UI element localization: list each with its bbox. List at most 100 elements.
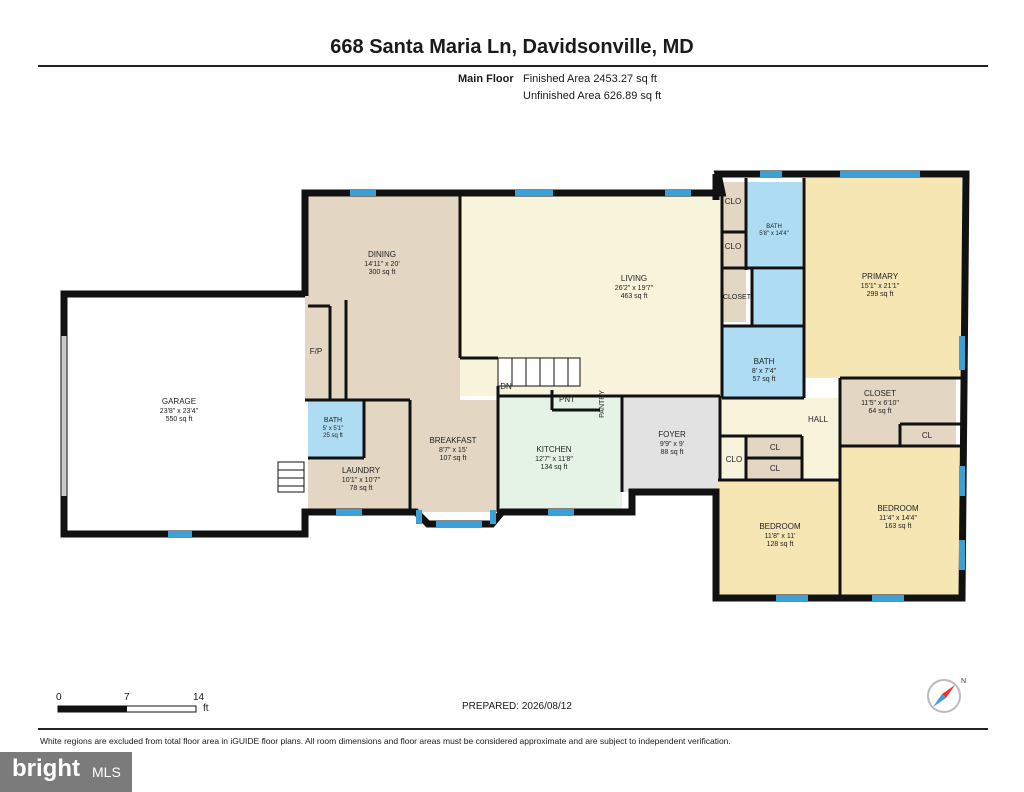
prepared-date: PREPARED: 2026/08/12 (462, 701, 572, 712)
kitchen-label: KITCHEN 12'7" x 11'8" 134 sq ft (535, 445, 573, 471)
svg-text:LAUNDRY: LAUNDRY (342, 466, 381, 475)
stairs (277, 357, 581, 493)
svg-text:DINING: DINING (368, 250, 396, 259)
svg-text:KITCHEN: KITCHEN (536, 445, 571, 454)
svg-text:550 sq ft: 550 sq ft (166, 416, 193, 423)
primary-label: PRIMARY 15'1" x 21'1" 299 sq ft (861, 272, 900, 298)
scale-tick-7: 7 (124, 692, 130, 703)
svg-text:5'8" x 14'4": 5'8" x 14'4" (759, 231, 789, 237)
foyer-label: FOYER 9'9" x 9' 88 sq ft (658, 430, 686, 456)
svg-text:FOYER: FOYER (658, 430, 686, 439)
dining-room (305, 196, 460, 400)
dn-label: DN (500, 382, 512, 391)
svg-text:8' x 7'4": 8' x 7'4" (752, 368, 777, 375)
svg-text:57 sq ft: 57 sq ft (753, 376, 776, 383)
svg-text:BEDROOM: BEDROOM (759, 522, 801, 531)
svg-text:14'11" x 20': 14'11" x 20' (364, 261, 399, 268)
dining-label: DINING 14'11" x 20' 300 sq ft (364, 250, 399, 276)
disclaimer-text: White regions are excluded from total fl… (40, 736, 731, 746)
svg-text:78 sq ft: 78 sq ft (350, 485, 373, 492)
svg-text:LIVING: LIVING (621, 274, 647, 283)
pnt-label: PNT (559, 395, 575, 404)
svg-text:163 sq ft: 163 sq ft (885, 523, 912, 530)
bath-small-label: BATH 5' x 5'1" 25 sq ft (323, 417, 344, 439)
svg-text:11'8" x 11': 11'8" x 11' (765, 533, 796, 540)
exterior-walls (60, 170, 970, 602)
svg-text:11'4" x 14'4": 11'4" x 14'4" (879, 515, 917, 522)
garage-room (66, 296, 305, 533)
bath-top-room (746, 182, 802, 268)
svg-text:23'8" x 23'4": 23'8" x 23'4" (160, 408, 199, 415)
svg-text:300 sq ft: 300 sq ft (369, 269, 396, 276)
svg-text:BATH: BATH (324, 417, 342, 424)
svg-text:26'2" x 19'7": 26'2" x 19'7" (615, 285, 654, 292)
svg-text:134 sq ft: 134 sq ft (541, 464, 568, 471)
svg-text:10'1" x 10'7": 10'1" x 10'7" (342, 477, 381, 484)
svg-text:5' x 5'1": 5' x 5'1" (323, 426, 344, 432)
page-title: 668 Santa Maria Ln, Davidsonville, MD (330, 36, 694, 58)
scale-tick-14: 14 (193, 692, 205, 703)
unfinished-area: Unfinished Area 626.89 sq ft (523, 90, 662, 102)
brand-logo-suffix: MLS (92, 764, 121, 780)
finished-area: Finished Area 2453.27 sq ft (523, 73, 657, 85)
breakfast-label: BREAKFAST 8'7" x 15' 107 sq ft (429, 436, 476, 462)
svg-text:BATH: BATH (766, 224, 782, 230)
bedroom-right-room (840, 446, 962, 596)
bath-mid-label: BATH 8' x 7'4" 57 sq ft (752, 357, 777, 383)
svg-text:25 sq ft: 25 sq ft (323, 433, 343, 439)
breakfast-room (410, 400, 498, 512)
cl-label-1: CL (770, 443, 781, 452)
svg-text:15'1" x 21'1": 15'1" x 21'1" (861, 283, 900, 290)
svg-text:8'7" x 15': 8'7" x 15' (439, 447, 467, 454)
scale-tick-0: 0 (56, 692, 62, 703)
closets-column (722, 182, 746, 322)
kitchen-room (498, 396, 622, 510)
windows (168, 171, 965, 601)
hall-label: HALL (808, 415, 829, 424)
clo-label-1: CLO (725, 197, 741, 206)
floor-label: Main Floor (458, 73, 514, 85)
svg-text:107 sq ft: 107 sq ft (440, 455, 467, 462)
svg-text:64 sq ft: 64 sq ft (869, 408, 892, 415)
svg-text:463 sq ft: 463 sq ft (621, 293, 648, 300)
living-label: LIVING 26'2" x 19'7" 463 sq ft (615, 274, 654, 300)
svg-text:CLOSET: CLOSET (864, 389, 896, 398)
svg-text:128 sq ft: 128 sq ft (767, 541, 794, 548)
closet-small-label: CLOSET (723, 294, 752, 301)
bedroom-left-label: BEDROOM 11'8" x 11' 128 sq ft (759, 522, 801, 548)
svg-text:11'5" x 6'10": 11'5" x 6'10" (861, 400, 899, 407)
clo-label-2: CLO (725, 242, 741, 251)
brand-logo-text: bright (12, 755, 80, 782)
svg-text:299 sq ft: 299 sq ft (867, 291, 894, 298)
bath-mid-room (722, 326, 804, 398)
brand-logo: bright MLS (0, 752, 132, 792)
clo-label-3: CLO (726, 455, 742, 464)
cl-label-2: CL (770, 464, 781, 473)
header-divider (38, 65, 988, 67)
footer-divider (38, 728, 988, 730)
foyer-room (622, 396, 720, 492)
scale-bar (57, 705, 197, 713)
svg-text:PRIMARY: PRIMARY (862, 272, 899, 281)
closet-big-label: CLOSET 11'5" x 6'10" 64 sq ft (861, 389, 899, 415)
cl-label-3: CL (922, 431, 933, 440)
bedroom-right-label: BEDROOM 11'4" x 14'4" 163 sq ft (877, 504, 919, 530)
compass-icon: N (927, 678, 966, 713)
svg-text:N: N (961, 678, 966, 685)
interior-walls (305, 178, 962, 596)
primary-room (804, 178, 962, 378)
svg-text:12'7" x 11'8": 12'7" x 11'8" (535, 456, 573, 463)
svg-text:BATH: BATH (754, 357, 775, 366)
bath-top-label: BATH 5'8" x 14'4" (759, 224, 789, 237)
closet-big-room (840, 378, 956, 446)
garage-label: GARAGE 23'8" x 23'4" 550 sq ft (160, 397, 199, 423)
svg-text:88 sq ft: 88 sq ft (661, 449, 684, 456)
fp-label: F/P (310, 347, 322, 356)
svg-text:GARAGE: GARAGE (162, 397, 196, 406)
pantry-label: PANTRY (599, 390, 606, 418)
laundry-label: LAUNDRY 10'1" x 10'7" 78 sq ft (342, 466, 381, 492)
svg-text:9'9" x 9': 9'9" x 9' (660, 441, 684, 448)
bedroom-left-room (718, 480, 840, 596)
svg-text:BREAKFAST: BREAKFAST (429, 436, 476, 445)
